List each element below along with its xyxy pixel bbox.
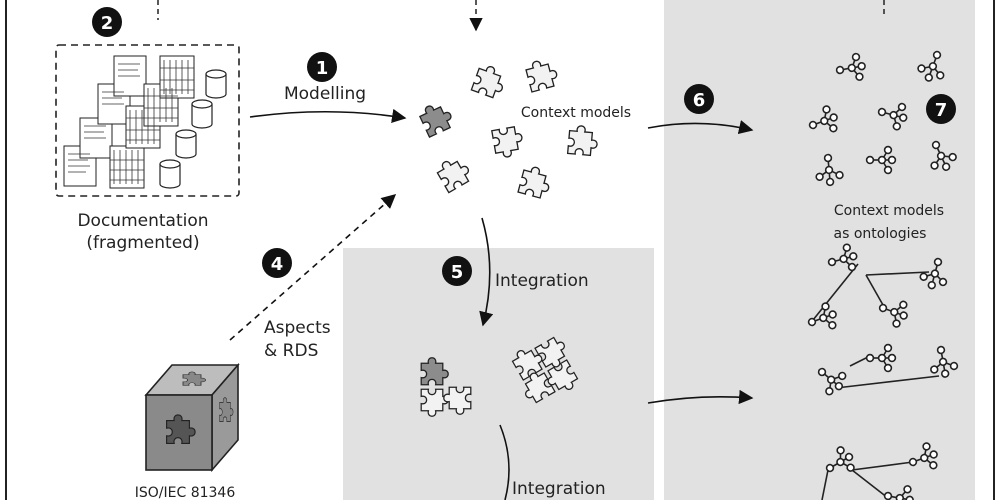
documentation-label: Documentation [77, 211, 208, 231]
iso-standard-label: ISO/IEC 81346 [135, 485, 236, 500]
ontologies-sublabel: as ontologies [834, 226, 927, 242]
rds-label: & RDS [264, 341, 318, 361]
context-models-label: Context models [521, 105, 631, 121]
integration-arrow-2 [499, 424, 510, 501]
svg-text:7: 7 [935, 100, 948, 121]
puzzle-piece-icon [566, 124, 600, 157]
integration-panel [343, 248, 654, 500]
integrated-ontology-2 [809, 343, 960, 400]
puzzle-piece-icon [523, 56, 561, 93]
database-icon [159, 69, 227, 189]
svg-text:2: 2 [101, 13, 114, 34]
ontologies-label: Context models [834, 203, 944, 219]
integrated-ontology-3 [819, 439, 943, 504]
integration-label-1: Integration [495, 271, 589, 291]
svg-text:6: 6 [693, 90, 706, 111]
puzzle-piece-icon [491, 125, 526, 160]
ontology-arrow [647, 120, 754, 135]
integration-arrow-1 [479, 217, 494, 327]
puzzle-piece-icon [517, 163, 554, 201]
integrated-ontology-arrow [647, 389, 754, 405]
badge-1: 1 [307, 52, 337, 82]
integration-label-2: Integration [512, 479, 606, 499]
svg-text:1: 1 [316, 58, 329, 79]
puzzle-piece-icon [470, 62, 509, 101]
integrated-ontology-1 [803, 241, 953, 337]
badge-2: 2 [92, 7, 122, 37]
ontology-panel [664, 0, 975, 500]
context-model-pieces [416, 56, 600, 201]
badge-7: 7 [926, 94, 956, 124]
svg-text:5: 5 [451, 262, 464, 283]
modelling-arrow [249, 108, 407, 124]
aspects-dashed-arrow [229, 194, 397, 341]
documentation-sublabel: (fragmented) [86, 233, 199, 253]
svg-text:4: 4 [271, 254, 284, 275]
cube-icon [144, 362, 240, 473]
badge-4: 4 [262, 248, 292, 278]
modelling-label: Modelling [284, 84, 366, 104]
badge-6: 6 [684, 84, 714, 114]
badge-5: 5 [442, 256, 472, 286]
puzzle-piece-icon [433, 152, 475, 194]
puzzle-piece-icon [416, 98, 456, 138]
documents-icon [63, 55, 195, 189]
documentation-group [55, 44, 240, 197]
aspects-label: Aspects [264, 318, 331, 338]
